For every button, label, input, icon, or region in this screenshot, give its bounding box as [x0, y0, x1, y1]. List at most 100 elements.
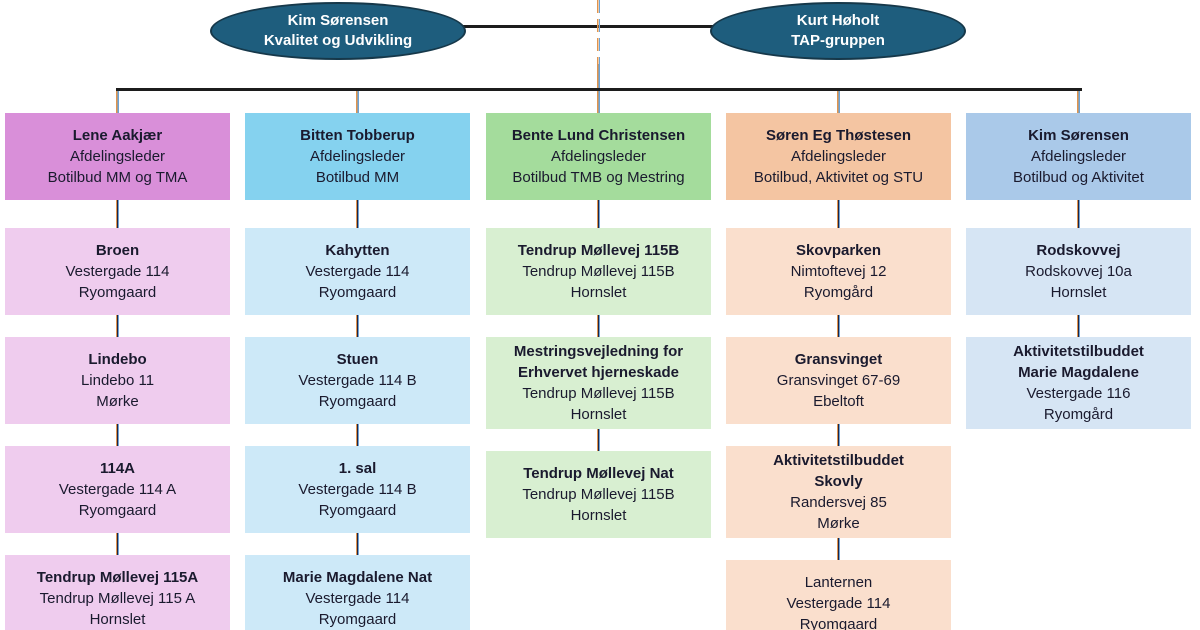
unit-title: Tendrup Møllevej 115A — [36, 569, 199, 586]
unit-address-line: Ryomgaard — [78, 284, 157, 301]
header-name: Kim Sørensen — [1028, 127, 1129, 144]
header-unit: Botilbud og Aktivitet — [1013, 169, 1144, 186]
unit-title: Broen — [95, 242, 140, 259]
connector-line — [597, 429, 600, 451]
connector-line — [597, 200, 600, 228]
connector-line — [837, 538, 840, 560]
unit-address-line: Tendrup Møllevej 115B — [522, 385, 675, 402]
unit-title: Aktivitetstilbuddet — [773, 452, 904, 469]
unit-address-line: Ryomgaard — [318, 284, 397, 301]
unit-address-line: Ryomgård — [803, 284, 874, 301]
unit-address-line: Randersvej 85 — [790, 494, 887, 511]
header-unit: Botilbud MM og TMA — [47, 169, 188, 186]
unit-title: Stuen — [336, 351, 379, 368]
unit-address-line: Ryomgaard — [318, 393, 397, 410]
unit-address-line: Vestergade 114 — [305, 263, 410, 280]
unit-address-line: Hornslet — [570, 284, 627, 301]
header-name: Bitten Tobberup — [300, 127, 415, 144]
unit-address-line: Ryomgaard — [318, 502, 397, 519]
connector-line — [356, 424, 359, 446]
connector-line — [837, 200, 840, 228]
unit-title: 114A — [99, 460, 136, 477]
header-role: Afdelingsleder — [790, 148, 887, 165]
unit-title: Kahytten — [325, 242, 390, 259]
connector-line — [116, 424, 119, 446]
unit-address-line: Gransvinget 67-69 — [776, 372, 901, 389]
unit-address-line: Ryomgaard — [78, 502, 157, 519]
top-node-name: Kurt Høholt — [796, 12, 880, 29]
unit-address-line: Tendrup Møllevej 115 A — [39, 590, 196, 607]
connector-line — [837, 315, 840, 337]
header-connector-line — [837, 90, 840, 113]
header-role: Afdelingsleder — [309, 148, 406, 165]
unit-title: Aktivitetstilbuddet — [1013, 343, 1144, 360]
unit-address-line: Ryomgaard — [318, 611, 397, 628]
unit-address-line: Vestergade 116 — [1026, 385, 1131, 402]
unit-title: Marie Magdalene Nat — [282, 569, 433, 586]
main-horizontal-line — [116, 88, 1082, 91]
unit-address-line: Vestergade 114 — [305, 590, 410, 607]
top-node-unit: Kvalitet og Udvikling — [263, 32, 413, 49]
header-unit: Botilbud TMB og Mestring — [512, 169, 685, 186]
unit-title: Marie Magdalene — [1018, 364, 1139, 381]
top-node-unit: TAP-gruppen — [791, 32, 885, 49]
unit-title: Skovparken — [795, 242, 882, 259]
top-node-kim-sorensen: Kim Sørensen Kvalitet og Udvikling — [210, 2, 466, 60]
unit-address-line: Vestergade 114 B — [298, 372, 417, 389]
unit-address-line: Vestergade 114 B — [298, 481, 417, 498]
unit-title: Mestringsvejledning for — [513, 343, 684, 360]
unit-address-line: Tendrup Møllevej 115B — [522, 486, 675, 503]
unit-address-line: Mørke — [817, 515, 860, 532]
center-dashed-line — [597, 0, 600, 66]
connector-line — [1077, 200, 1080, 228]
header-role: Afdelingsleder — [550, 148, 647, 165]
unit-title: Erhvervet hjerneskade — [518, 364, 679, 381]
connector-line — [597, 315, 600, 337]
header-connector-line — [116, 90, 119, 113]
connector-line — [116, 315, 119, 337]
ellipse-connector-line — [338, 25, 838, 28]
header-name: Søren Eg Thøstesen — [765, 127, 912, 144]
unit-address-line: Vestergade 114 — [65, 263, 170, 280]
unit-address-line: Tendrup Møllevej 115B — [522, 263, 675, 280]
unit-title: Rodskovvej — [1036, 242, 1121, 259]
top-node-name: Kim Sørensen — [287, 12, 389, 29]
unit-address-line: Hornslet — [570, 406, 627, 423]
unit-address-line: Mørke — [96, 393, 139, 410]
unit-address-line: Rodskovvej 10a — [1025, 263, 1132, 280]
unit-address-line: Hornslet — [570, 507, 627, 524]
unit-address-line: Ebeltoft — [813, 393, 864, 410]
connector-line — [116, 533, 119, 555]
unit-address-line: Ryomgaard — [799, 616, 878, 630]
header-unit: Botilbud MM — [315, 169, 400, 186]
unit-address-line: Hornslet — [89, 611, 146, 628]
connector-line — [1077, 315, 1080, 337]
connector-line — [356, 315, 359, 337]
unit-title: Skovly — [814, 473, 863, 490]
connector-line — [356, 200, 359, 228]
unit-title: Lanternen — [804, 574, 873, 591]
header-role: Afdelingsleder — [69, 148, 166, 165]
connector-line — [837, 424, 840, 446]
